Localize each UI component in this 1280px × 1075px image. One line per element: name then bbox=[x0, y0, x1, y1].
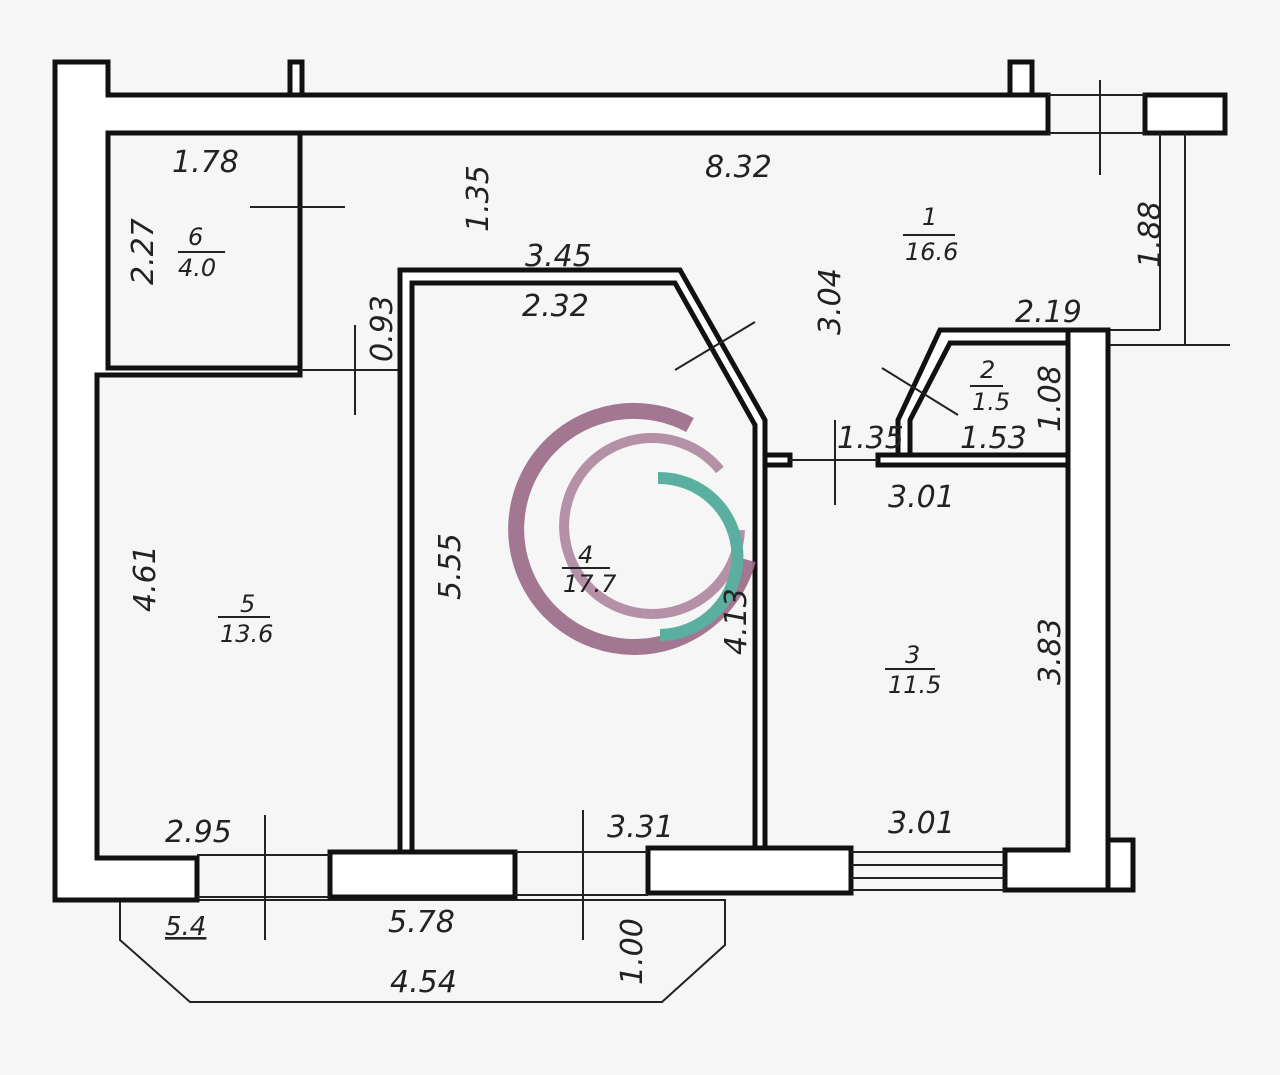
room-area: 17.7 bbox=[563, 570, 617, 598]
dimension: 1.00 bbox=[615, 918, 650, 985]
dimension: 1.35 bbox=[461, 165, 496, 232]
wall-room3-top bbox=[875, 452, 1071, 468]
room-number: 4 bbox=[578, 541, 593, 569]
dimension: 2.32 bbox=[522, 289, 589, 324]
dimension: 4.13 bbox=[719, 588, 754, 655]
dimension: 1.88 bbox=[1133, 201, 1168, 268]
room-number: 2 bbox=[980, 356, 995, 384]
dimension: 1.53 bbox=[960, 421, 1027, 456]
wall-segment bbox=[645, 845, 854, 896]
room-label-1: 1 16.6 bbox=[903, 203, 958, 266]
dimension: 5.55 bbox=[433, 533, 468, 600]
dimension: 4.54 bbox=[390, 965, 457, 1000]
dimension: 3.04 bbox=[813, 268, 848, 335]
room-label-6: 6 4.0 bbox=[178, 223, 225, 282]
room-label-5: 5 13.6 bbox=[218, 590, 273, 648]
wall-stub bbox=[287, 59, 305, 98]
room-label-2: 2 1.5 bbox=[970, 356, 1010, 416]
dimension: 4.61 bbox=[128, 545, 163, 612]
door-mark bbox=[881, 367, 959, 416]
dimension: 3.01 bbox=[888, 480, 955, 515]
room-label-3: 3 11.5 bbox=[885, 641, 941, 699]
dimension: 2.19 bbox=[1015, 295, 1082, 330]
dimension: 5.4 bbox=[165, 912, 206, 942]
room-label-4: 4 17.7 bbox=[562, 541, 617, 598]
dimension: 1.35 bbox=[837, 421, 904, 456]
room-area: 13.6 bbox=[220, 620, 273, 648]
dimension: 3.83 bbox=[1033, 618, 1068, 685]
door-mark bbox=[674, 321, 756, 371]
dimension: 1.08 bbox=[1033, 365, 1068, 432]
room-number: 3 bbox=[905, 641, 920, 669]
room-number: 1 bbox=[922, 203, 937, 231]
room-area: 4.0 bbox=[178, 254, 216, 282]
dimension: 3.45 bbox=[525, 239, 592, 274]
dimension: 2.27 bbox=[126, 218, 161, 285]
wall-stub bbox=[1007, 59, 1035, 98]
wall-segment bbox=[327, 849, 518, 900]
wall-stub bbox=[1142, 92, 1228, 136]
room-number: 5 bbox=[240, 590, 255, 618]
dimension: 3.31 bbox=[607, 810, 674, 845]
dimension: 0.93 bbox=[365, 295, 400, 362]
balcony-outline bbox=[119, 899, 726, 1003]
dimension: 3.01 bbox=[888, 806, 955, 841]
dimension: 2.95 bbox=[165, 815, 232, 850]
dimension: 1.78 bbox=[172, 145, 239, 180]
dimension: 5.78 bbox=[388, 905, 455, 940]
room-area: 16.6 bbox=[905, 238, 958, 266]
wall-stub bbox=[1105, 837, 1136, 893]
wall-room3-top bbox=[762, 452, 793, 468]
room-number: 6 bbox=[188, 223, 203, 251]
logo-watermark bbox=[508, 403, 756, 655]
dimension: 8.32 bbox=[705, 150, 772, 185]
room-area: 1.5 bbox=[972, 388, 1010, 416]
room-area: 11.5 bbox=[888, 671, 941, 699]
